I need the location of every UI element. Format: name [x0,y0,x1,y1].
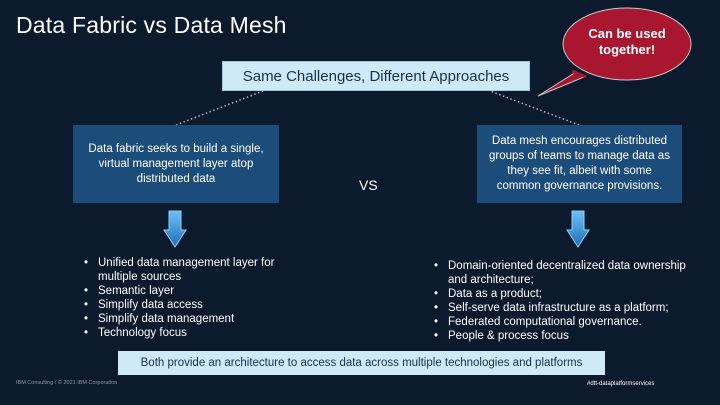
list-item: Data as a product; [434,287,704,301]
list-item: Unified data management layer for multip… [84,256,284,284]
connector-right [489,90,580,126]
connector-left [175,90,264,126]
copyright-note: IBM Consulting / © 2021 IBM Corporation [16,380,118,386]
data-fabric-bullet-list: Unified data management layer for multip… [84,256,284,340]
vs-label: VS [359,177,378,193]
data-mesh-description: Data mesh encourages distributed groups … [489,135,670,192]
mesh-down-arrow-icon [566,210,590,248]
list-item: Self-serve data infrastructure as a plat… [434,301,704,315]
footer-banner: Both provide an architecture to access d… [118,351,605,375]
list-item: Simplify data management [84,312,284,326]
header-banner: Same Challenges, Different Approaches [222,61,530,91]
callout-text: Can be used together! [588,26,666,57]
slide-title: Data Fabric vs Data Mesh [16,12,287,38]
list-item: People & process focus [434,329,704,343]
list-item: Domain-oriented decentralized data owner… [434,259,704,287]
list-item: Simplify data access [84,298,284,312]
data-fabric-description-box: Data fabric seeks to build a single, vir… [73,125,279,203]
data-fabric-description: Data fabric seeks to build a single, vir… [88,142,264,185]
data-mesh-description-box: Data mesh encourages distributed groups … [477,125,682,203]
list-item: Federated computational governance. [434,315,704,329]
data-mesh-bullet-list: Domain-oriented decentralized data owner… [434,259,704,343]
fabric-down-arrow-icon [163,210,187,248]
list-item: Technology focus [84,326,284,340]
hashtag-label: #dtt-dataplatformservices [587,381,655,387]
list-item: Semantic layer [84,284,284,298]
